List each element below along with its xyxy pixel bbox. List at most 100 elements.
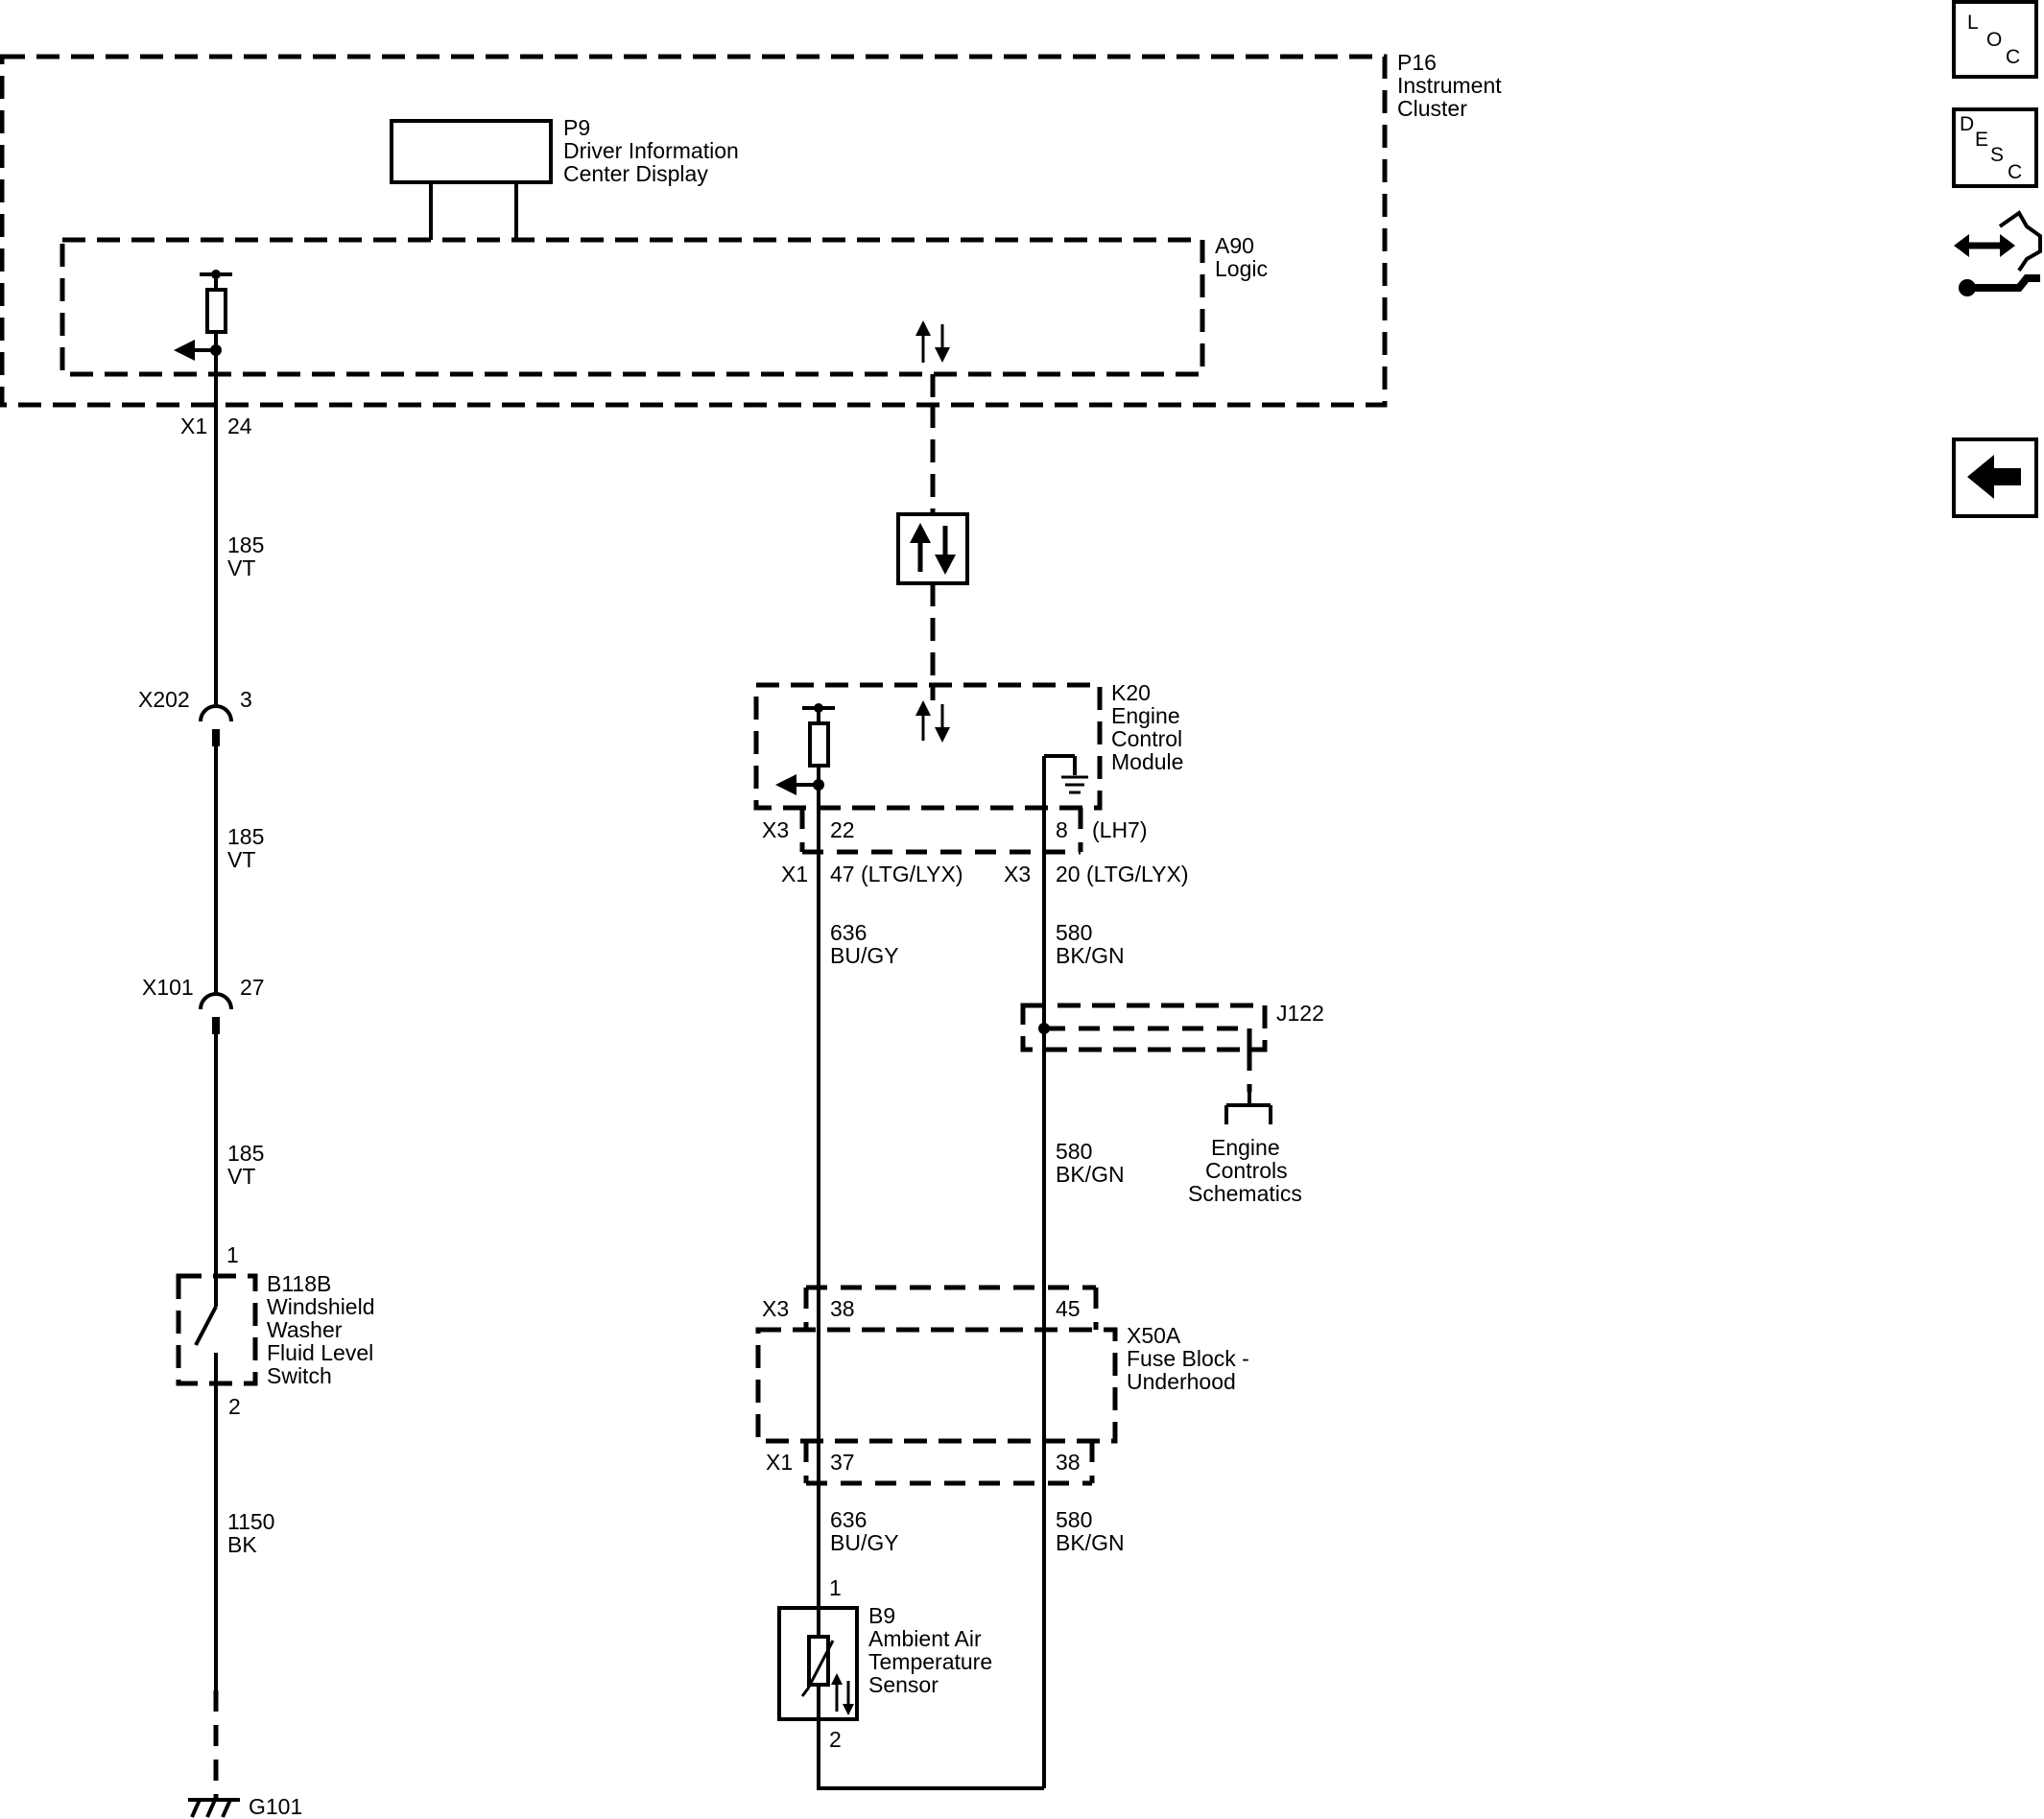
x50a-x3-pin-right: 45 [1056,1296,1081,1321]
p16-x1-connector: X1 24 [180,413,252,438]
wire-580-a-circuit: 580 [1056,920,1092,945]
p16-label-line1: Instrument [1397,73,1502,98]
b9-pin1: 1 [829,1575,842,1600]
b118b-label-line3: Fluid Level [267,1340,373,1365]
wire-580-b-circuit: 580 [1056,1139,1092,1164]
x50a-x1-pin-right: 38 [1056,1450,1081,1475]
a90-logic: A90 Logic [59,233,1268,377]
wire-185-b-color: VT [227,847,255,872]
desc-letter-d: D [1960,113,1974,135]
k20-x3b-pin: 20 (LTG/LYX) [1056,862,1188,886]
wire-636-b-color: BU/GY [830,1530,899,1555]
wire-185-b-circuit: 185 [227,824,264,849]
x202-pin: 3 [240,687,252,712]
p16-label-line2: Cluster [1397,96,1467,121]
b9-label-line1: Ambient Air [868,1626,982,1651]
wire-580-a-color: BK/GN [1056,943,1125,968]
b118b-pin1: 1 [226,1242,239,1267]
engine-controls-line2[interactable]: Controls [1205,1158,1288,1183]
x50a-id: X50A [1127,1323,1181,1348]
wire-sensor-return [817,1719,1044,1790]
k20-pin-8: 8 [1056,817,1068,842]
a90-label-line1: Logic [1215,256,1268,281]
b9-label-line2: Temperature [868,1649,992,1674]
k20-label-line2: Control [1111,726,1182,751]
b9-label-line3: Sensor [868,1672,939,1697]
b118b-label-line1: Windshield [267,1294,375,1319]
wire-636-a-circuit: 636 [830,920,867,945]
x50a-label-line1: Fuse Block - [1127,1346,1249,1371]
x202-connector: X202 3 [138,687,252,746]
k20-x1-pin: 47 (LTG/LYX) [830,862,963,886]
k20-connector-band: X3 22 8 (LH7) X1 47 (LTG/LYX) X3 20 (LTG… [762,808,1188,886]
desc-button[interactable]: D E S C [1952,107,2038,188]
a90-pullup-resistor-icon [174,270,232,361]
g101-ground-icon: G101 [188,1794,302,1819]
engine-controls-line3[interactable]: Schematics [1188,1181,1302,1206]
p16-instrument-cluster: P16 Instrument Cluster [0,50,1502,408]
back-button[interactable] [1952,437,2038,518]
wire-185-a-circuit: 185 [227,532,264,557]
wire-1150-color: BK [227,1532,257,1557]
connector-view-icon[interactable] [1954,210,2042,296]
desc-letter-e: E [1975,129,1988,151]
wire-636-b-circuit: 636 [830,1507,867,1532]
b9-id: B9 [868,1603,895,1628]
engine-controls-line1[interactable]: Engine [1211,1135,1280,1160]
x50a-fuse-block-underhood: X3 38 45 X1 37 38 X50A Fuse Block - Unde… [755,1285,1249,1486]
b118b-id: B118B [267,1271,331,1296]
wire-580-c-color: BK/GN [1056,1530,1125,1555]
b118b-washer-fluid-switch: 1 2 B118B Windshield Washer Fluid Level … [176,1242,375,1419]
x101-name: X101 [142,975,194,1000]
wire-1150-circuit: 1150 [227,1509,274,1534]
p16-x1-pin: 24 [227,413,252,438]
j122-id: J122 [1276,1001,1324,1026]
wire-580-b-color: BK/GN [1056,1162,1125,1187]
k20-label-line1: Engine [1111,703,1180,728]
wire-185-c-circuit: 185 [227,1141,264,1166]
k20-ground-icon [1044,754,1088,794]
x202-name: X202 [138,687,190,712]
loc-letter-c: C [2006,46,2020,68]
b9-pin2: 2 [829,1727,842,1752]
wire-185-a-color: VT [227,555,255,580]
desc-letter-s: S [1990,144,2004,166]
p16-id: P16 [1397,50,1437,75]
loc-letter-o: O [1986,29,2002,51]
b118b-label-line2: Washer [267,1317,343,1342]
x50a-x1-pin-left: 37 [830,1450,855,1475]
engine-controls-schematics-link[interactable]: Engine Controls Schematics [1188,1135,1302,1206]
p16-x1-name: X1 [180,413,207,438]
p9-label-line1: Driver Information [563,138,739,163]
x50a-x3-pin-left: 38 [830,1296,855,1321]
wire-636-a-color: BU/GY [830,943,899,968]
wire-580-c-circuit: 580 [1056,1507,1092,1532]
k20-x3-name: X3 [762,817,789,842]
k20-x1-name: X1 [781,862,808,886]
x101-connector: X101 27 [142,975,265,1034]
k20-id: K20 [1111,680,1151,705]
b118b-pin2: 2 [228,1394,241,1419]
x50a-x1-name: X1 [766,1450,793,1475]
desc-letter-c: C [2008,161,2022,183]
serial-data-indicator-icon [896,512,969,585]
x101-pin: 27 [240,975,265,1000]
b118b-label-line4: Switch [267,1363,332,1388]
p9-driver-information-display: P9 Driver Information Center Display [390,115,739,240]
k20-pullup-resistor-icon [775,703,835,795]
b9-ambient-air-temperature-sensor: 1 2 B9 Ambient Air Temperature Sensor [777,1575,992,1752]
back-arrow-icon [1967,455,2021,499]
k20-engine-control-module: K20 Engine Control Module [753,680,1183,811]
wire-185-c-color: VT [227,1164,255,1189]
k20-pin-8-note: (LH7) [1092,817,1148,842]
a90-serial-data-arrows-icon [915,320,950,405]
x50a-label-line2: Underhood [1127,1369,1236,1394]
a90-id: A90 [1215,233,1254,258]
k20-x3b-name: X3 [1004,862,1031,886]
loc-letter-l: L [1967,12,1979,34]
k20-label-line3: Module [1111,749,1183,774]
k20-serial-data-arrows-icon [915,685,950,743]
loc-button[interactable]: L O C [1952,0,2038,79]
p9-id: P9 [563,115,590,140]
